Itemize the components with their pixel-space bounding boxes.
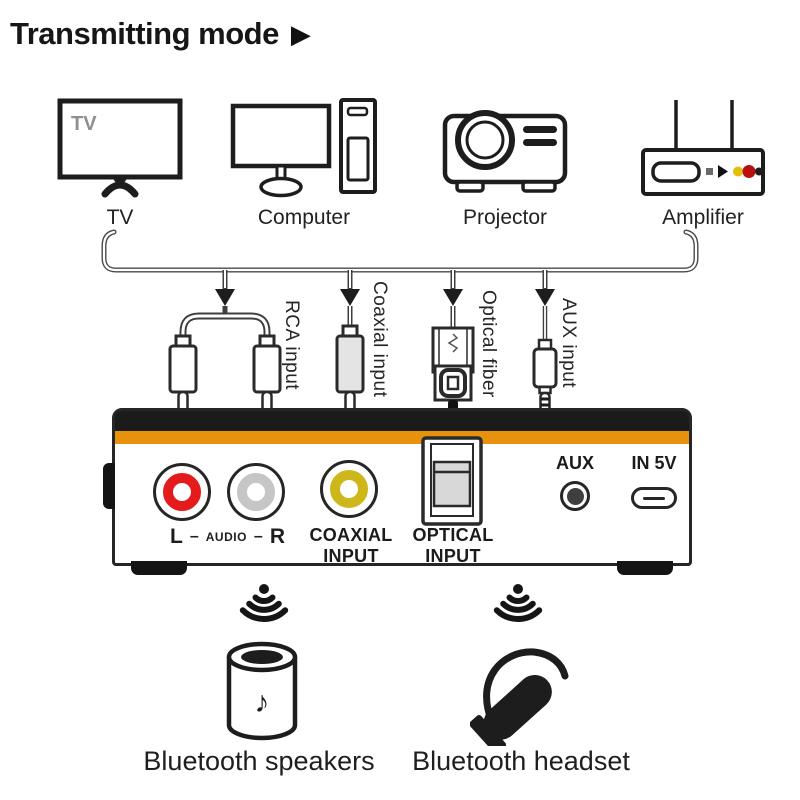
white-ring (237, 473, 275, 511)
dash: – (253, 528, 263, 545)
projector-icon (442, 110, 568, 193)
computer-icon (230, 98, 377, 198)
source-computer: Computer (226, 96, 382, 230)
rca-cable-icon (168, 270, 282, 416)
bluetooth-headset-label: Bluetooth headset (412, 746, 630, 776)
bracket-connector (101, 229, 699, 273)
tv-screen-text: TV (71, 113, 97, 135)
coaxial-cable-icon (335, 270, 365, 416)
cable-label-coaxial: Coaxial input (369, 281, 390, 398)
optical-input-label: OPTICAL INPUT (412, 525, 494, 566)
dash: – (189, 528, 199, 545)
rca-port-right-white (227, 463, 285, 521)
power-port-label: IN 5V (631, 453, 677, 473)
bluetooth-headset-icon (470, 648, 569, 746)
aux-port-hole (566, 487, 584, 505)
audio-right-label: R (269, 525, 285, 548)
usb-c-power-port (631, 487, 677, 509)
page-title: Transmitting mode ▶ (10, 16, 311, 52)
device-orange-stripe (115, 431, 689, 444)
cable-label-rca: RCA input (281, 300, 302, 391)
source-label-amplifier: Amplifier (662, 206, 744, 229)
optical-cable-icon (431, 270, 475, 416)
source-tv: TV TV (45, 96, 195, 230)
source-label-projector: Projector (462, 206, 548, 229)
wireless-signal-icon (493, 584, 543, 622)
source-label-tv: TV (106, 206, 134, 229)
coaxial-input-label: COAXIAL INPUT (309, 525, 393, 566)
aux-port-label: AUX (555, 453, 594, 473)
source-amplifier: Amplifier (633, 96, 773, 230)
headset-earpiece (470, 674, 552, 746)
cable-label-optical: Optical fiber (478, 290, 499, 398)
bluetooth-speakers-label: Bluetooth speakers (143, 746, 375, 776)
audio-lr-label: L – AUDIO – R (145, 525, 310, 549)
yellow-ring (330, 470, 368, 508)
rca-plug-right (252, 334, 282, 416)
optical-input-port (421, 436, 483, 526)
rca-plug-left (168, 334, 198, 416)
cable-label-aux: AUX input (558, 298, 579, 389)
coaxial-port-yellow (320, 460, 378, 518)
device-foot-right (617, 561, 673, 575)
audio-left-label: L (170, 525, 183, 548)
audio-converter-device: AUX IN 5V L – AUDIO – R COAXIAL INPUT OP… (103, 408, 692, 575)
device-foot-left (131, 561, 187, 575)
audio-center-label: AUDIO (205, 530, 247, 544)
device-side-knob (103, 463, 115, 509)
play-arrow-icon: ▶ (290, 19, 311, 49)
music-note-icon: ♪ (255, 686, 270, 719)
bluetooth-speaker-icon: ♪ (226, 641, 298, 741)
source-projector: Projector (438, 96, 572, 230)
wireless-signal-icon (239, 584, 289, 622)
source-label-computer: Computer (257, 206, 351, 229)
rca-port-left-red (153, 463, 211, 521)
title-text: Transmitting mode (10, 16, 279, 51)
red-ring (163, 473, 201, 511)
device-top-panel (115, 411, 689, 431)
usb-c-pin (643, 496, 665, 500)
amplifier-icon (641, 100, 765, 196)
aux-port (560, 481, 590, 511)
tv-icon: TV (57, 98, 183, 198)
